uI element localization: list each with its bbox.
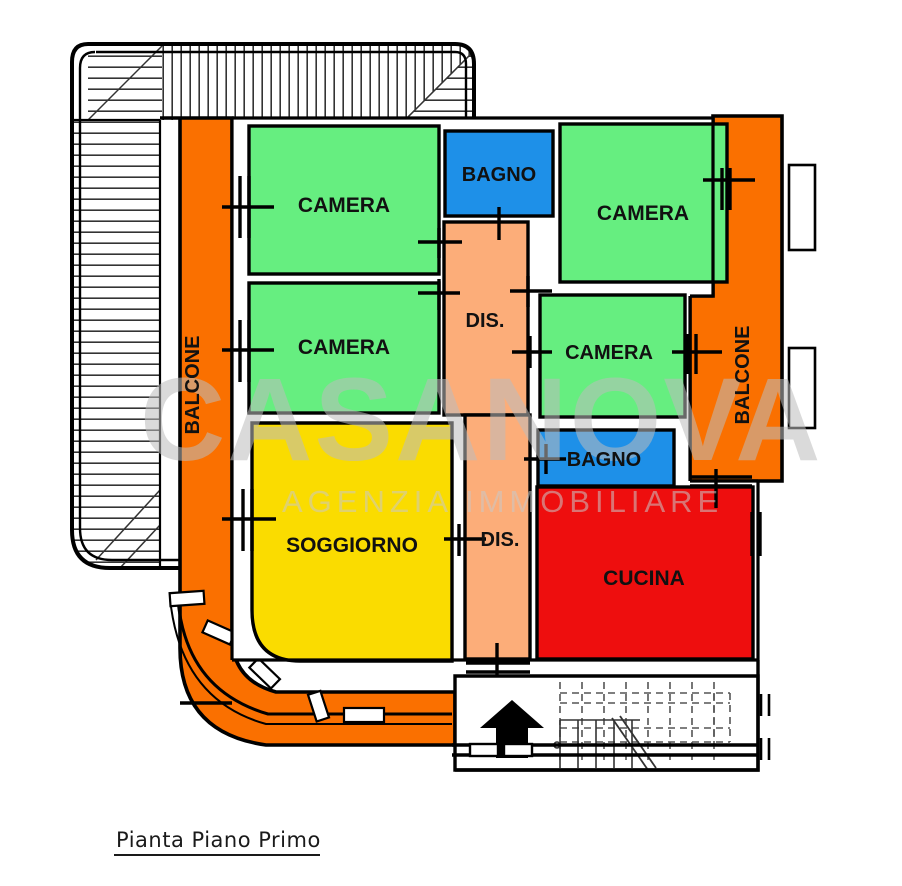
room-camera-ne[interactable] — [558, 122, 729, 284]
roof-outline-top — [88, 42, 476, 120]
room-camera-e[interactable] — [538, 293, 687, 419]
stair-right-wall — [455, 660, 760, 772]
label-bagno-south: BAGNO — [567, 449, 641, 471]
roof-hatch-top — [88, 44, 474, 120]
label-dis-north: DIS. — [466, 310, 505, 332]
balcony-railing-curve — [169, 597, 452, 725]
label-dis-south: DIS. — [481, 529, 520, 551]
room-dis-north[interactable] — [442, 220, 530, 417]
roof-outline-left-inner — [78, 50, 188, 562]
watermark-secondary: AGENZIA IMMOBILIARE — [282, 484, 723, 519]
label-balcone-west: BALCONE — [182, 336, 204, 435]
lower-edge-openings — [468, 742, 534, 758]
roof-outline-left — [70, 42, 190, 570]
plan-caption: Pianta Piano Primo — [116, 828, 321, 852]
label-camera-e: CAMERA — [565, 342, 653, 364]
balcony-opening-north — [787, 163, 817, 252]
room-camera-w[interactable] — [247, 281, 441, 415]
balcony-opening-south — [787, 346, 817, 430]
room-bagno-north[interactable] — [443, 129, 555, 218]
label-camera-nw: CAMERA — [298, 194, 390, 217]
label-camera-ne: CAMERA — [597, 202, 689, 225]
label-soggiorno: SOGGIORNO — [286, 534, 418, 557]
watermark-primary: CASANOVA — [140, 354, 823, 486]
room-cucina[interactable] — [535, 485, 755, 661]
room-camera-nw[interactable] — [247, 124, 441, 276]
roof-hatch-left — [72, 120, 160, 568]
caption-group: Pianta Piano Primo — [114, 828, 321, 856]
room-dis-south[interactable] — [463, 413, 532, 661]
label-cucina: CUCINA — [603, 567, 685, 590]
roof-outline-top-inner — [96, 50, 468, 118]
label-balcone-east: BALCONE — [732, 326, 754, 425]
room-labels: CAMERA CAMERA CAMERA CAMERA BAGNO BAGNO … — [182, 164, 754, 590]
label-camera-w: CAMERA — [298, 336, 390, 359]
label-bagno-north: BAGNO — [462, 164, 536, 186]
watermark: CASANOVA AGENZIA IMMOBILIARE — [140, 354, 823, 519]
